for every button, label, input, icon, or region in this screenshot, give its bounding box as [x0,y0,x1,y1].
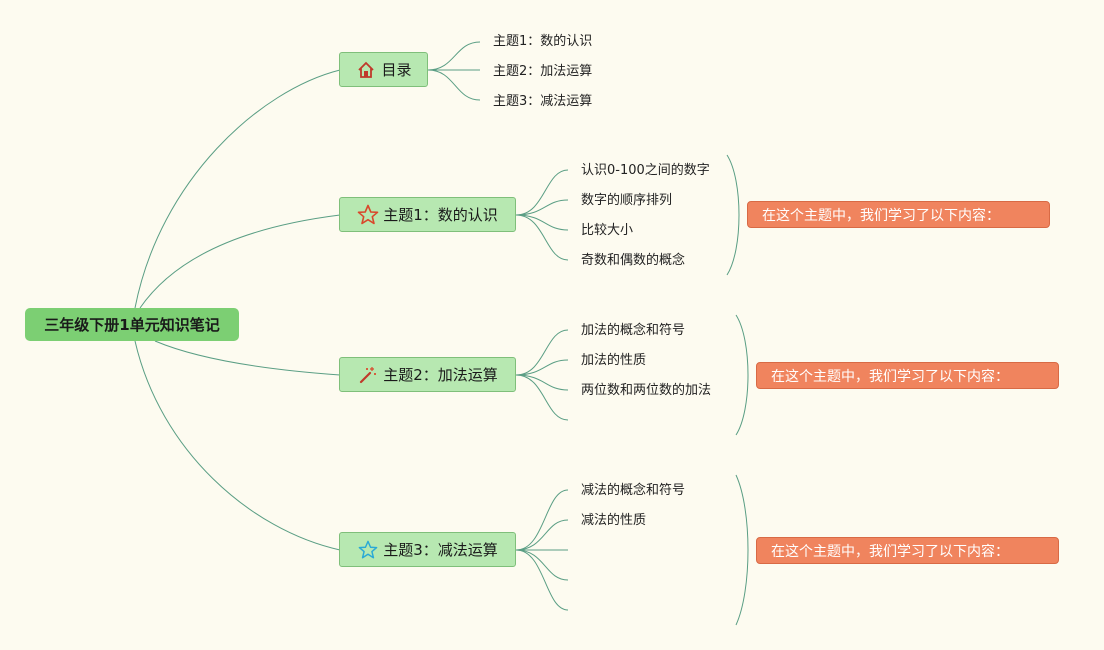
connector-topic3-leaf [515,489,569,551]
summary-bracket [735,314,749,436]
root-label: 三年级下册1单元知识笔记 [44,316,220,334]
leaf-item[interactable]: 主题2：加法运算 [493,64,593,79]
leaf-item[interactable]: 两位数和两位数的加法 [581,383,712,398]
leaf-item[interactable]: 加法的概念和符号 [581,323,686,338]
topic-label: 主题1：数的认识 [383,206,498,224]
connector-topic1-leaf [515,214,569,261]
summary-box[interactable]: 在这个主题中，我们学习了以下内容： [756,362,1059,389]
connector-topic0-leaf [427,69,481,101]
connector-topic3-leaf [515,519,569,551]
connector-topic2-leaf [515,359,569,376]
summary-box[interactable]: 在这个主题中，我们学习了以下内容： [747,201,1050,228]
leaf-item[interactable]: 奇数和偶数的概念 [581,253,686,268]
leaf-item[interactable]: 主题3：减法运算 [493,94,593,109]
topic-node-toc[interactable]: 目录 [339,52,428,87]
connector-topic3-leaf [515,549,569,611]
connector-root-topic0 [134,69,341,309]
magic-wand-icon [357,364,379,386]
connector-topic1-leaf [515,199,569,216]
topic-node-3[interactable]: 主题3：减法运算 [339,532,516,567]
leaf-item[interactable]: 减法的概念和符号 [581,483,686,498]
topic-label: 目录 [381,61,412,79]
connector-topic2-leaf [515,329,569,376]
leaf-item[interactable]: 减法的性质 [581,513,647,528]
connector-topic2-leaf [515,374,569,421]
connector-root-topic3 [134,340,341,551]
summary-text: 在这个主题中，我们学习了以下内容： [771,368,1009,385]
summary-bracket [726,154,740,276]
connector-topic3-leaf [515,549,569,581]
star-outline-icon [357,204,379,226]
topic-node-1[interactable]: 主题1：数的认识 [339,197,516,232]
leaf-item[interactable]: 比较大小 [581,223,634,238]
leaf-item[interactable]: 主题1：数的认识 [493,34,593,49]
leaf-item[interactable]: 数字的顺序排列 [581,193,673,208]
summary-text: 在这个主题中，我们学习了以下内容： [771,543,1009,560]
connector-root-topic2 [154,340,341,376]
leaf-item[interactable]: 加法的性质 [581,353,647,368]
connector-root-topic1 [139,214,341,309]
connector-topic2-leaf [515,374,569,391]
summary-box[interactable]: 在这个主题中，我们学习了以下内容： [756,537,1059,564]
connector-topic1-leaf [515,214,569,231]
topic-label: 主题2：加法运算 [383,366,498,384]
leaf-item[interactable]: 认识0-100之间的数字 [581,163,710,178]
connector-topic1-leaf [515,169,569,216]
topic-label: 主题3：减法运算 [383,541,498,559]
summary-text: 在这个主题中，我们学习了以下内容： [762,207,1000,224]
root-node[interactable]: 三年级下册1单元知识笔记 [25,308,239,341]
topic-node-2[interactable]: 主题2：加法运算 [339,357,516,392]
star-outline-icon [357,539,379,561]
connector-topic0-leaf [427,41,481,71]
home-icon [355,59,377,81]
summary-bracket [735,474,749,626]
